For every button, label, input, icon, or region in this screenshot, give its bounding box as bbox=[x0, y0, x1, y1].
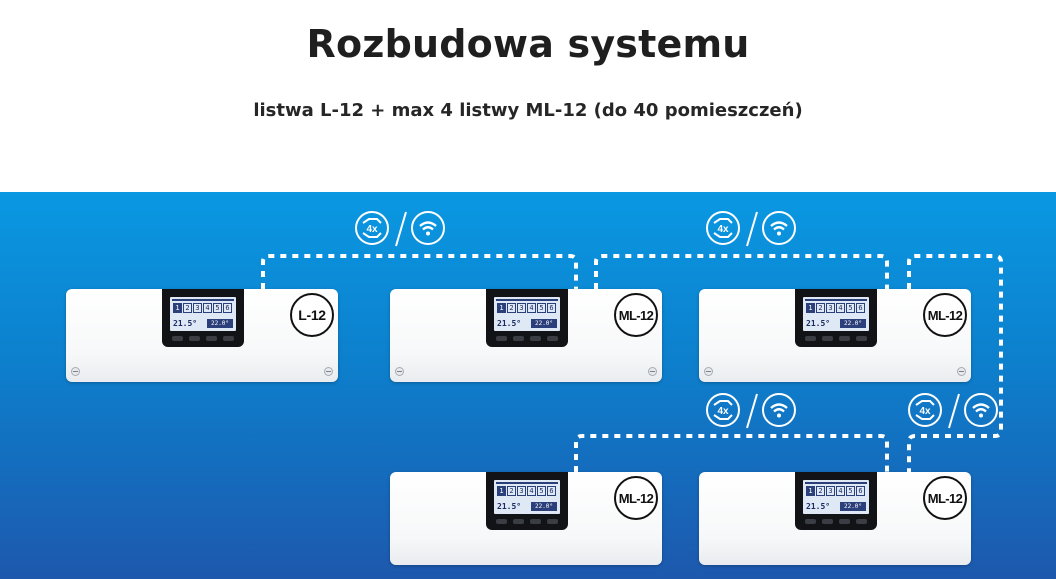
svg-text:4x: 4x bbox=[717, 406, 729, 417]
zone-cell: 2 bbox=[183, 303, 192, 313]
page-subtitle: listwa L-12 + max 4 listwy ML-12 (do 40 … bbox=[253, 100, 803, 121]
controller-buttons bbox=[496, 519, 558, 524]
controller-display: 1 2 3 4 5 6 21.5° 22.0° bbox=[795, 289, 877, 347]
wifi-icon bbox=[964, 393, 998, 427]
controller-buttons bbox=[805, 519, 867, 524]
screw-icon bbox=[704, 367, 713, 376]
lcd-temperature: 21.5° bbox=[497, 502, 522, 511]
system-diagram-panel: 4x 4x bbox=[0, 192, 1056, 579]
zone-cell: 3 bbox=[826, 303, 835, 313]
link-ml12b-right bbox=[907, 254, 1003, 472]
zone-cell: 5 bbox=[213, 303, 222, 313]
svg-text:4x: 4x bbox=[366, 224, 378, 235]
wifi-icon bbox=[411, 211, 445, 245]
controller-display: 1 2 3 4 5 6 21.5° 22.0° bbox=[486, 472, 568, 530]
controller-buttons bbox=[496, 336, 558, 341]
lcd-temperature-small: 22.0° bbox=[840, 502, 866, 511]
module-label-badge: ML-12 bbox=[614, 293, 658, 337]
zone-cell: 1 bbox=[497, 303, 506, 313]
slash-separator bbox=[948, 393, 960, 429]
lcd-screen: 1 2 3 4 5 6 21.5° 22.0° bbox=[494, 480, 560, 514]
controller-ml12-2: 1 2 3 4 5 6 21.5° 22.0° ML-12 bbox=[699, 289, 971, 382]
controller-buttons bbox=[805, 336, 867, 341]
wifi-icon bbox=[762, 211, 796, 245]
zone-cell: 5 bbox=[846, 303, 855, 313]
zone-cell: 5 bbox=[537, 486, 546, 496]
zone-cell: 2 bbox=[507, 486, 516, 496]
zone-cell: 5 bbox=[537, 303, 546, 313]
cable-4x-icon: 4x bbox=[355, 211, 389, 245]
lcd-screen: 1 2 3 4 5 6 21.5° 22.0° bbox=[803, 480, 869, 514]
lcd-screen: 1 2 3 4 5 6 21.5° 22.0° bbox=[803, 297, 869, 331]
controller-display: 1 2 3 4 5 6 21.5° 22.0° bbox=[486, 289, 568, 347]
lcd-temperature: 21.5° bbox=[806, 319, 831, 328]
svg-text:4x: 4x bbox=[717, 224, 729, 235]
controller-buttons bbox=[172, 336, 234, 341]
zone-cell: 6 bbox=[547, 486, 556, 496]
zone-cell: 4 bbox=[527, 486, 536, 496]
zone-cell: 3 bbox=[193, 303, 202, 313]
screw-icon bbox=[395, 367, 404, 376]
zone-cell: 3 bbox=[517, 303, 526, 313]
lcd-temperature-small: 22.0° bbox=[531, 502, 557, 511]
svg-text:4x: 4x bbox=[919, 406, 931, 417]
lcd-temperature: 21.5° bbox=[173, 319, 198, 328]
lcd-temperature: 21.5° bbox=[497, 319, 522, 328]
lcd-temperature: 21.5° bbox=[806, 502, 831, 511]
zone-cell: 6 bbox=[856, 486, 865, 496]
slash-separator bbox=[395, 211, 407, 247]
zone-cell: 2 bbox=[816, 486, 825, 496]
zone-cell: 4 bbox=[836, 303, 845, 313]
zone-cell: 4 bbox=[836, 486, 845, 496]
zone-cell: 5 bbox=[846, 486, 855, 496]
cable-4x-icon: 4x bbox=[706, 211, 740, 245]
slash-separator bbox=[746, 393, 758, 429]
zone-cell: 3 bbox=[517, 486, 526, 496]
lcd-temperature-small: 22.0° bbox=[840, 319, 866, 328]
zone-cell: 3 bbox=[826, 486, 835, 496]
module-label-badge: L-12 bbox=[290, 293, 334, 337]
zone-cell: 6 bbox=[223, 303, 232, 313]
zone-cell: 4 bbox=[527, 303, 536, 313]
screw-icon bbox=[957, 367, 966, 376]
screw-icon bbox=[324, 367, 333, 376]
zone-cell: 2 bbox=[816, 303, 825, 313]
controller-ml12-3: 1 2 3 4 5 6 21.5° 22.0° ML-12 bbox=[390, 472, 662, 565]
module-label-badge: ML-12 bbox=[923, 293, 967, 337]
connection-icons-3: 4x bbox=[706, 392, 798, 430]
controller-l12: 1 2 3 4 5 6 21.5° 22.0° L-12 bbox=[66, 289, 338, 382]
zone-cell: 6 bbox=[547, 303, 556, 313]
wifi-icon bbox=[762, 393, 796, 427]
connection-icons-2: 4x bbox=[706, 210, 798, 248]
lcd-screen: 1 2 3 4 5 6 21.5° 22.0° bbox=[494, 297, 560, 331]
module-label-badge: ML-12 bbox=[614, 476, 658, 520]
controller-display: 1 2 3 4 5 6 21.5° 22.0° bbox=[162, 289, 244, 347]
cable-4x-icon: 4x bbox=[908, 393, 942, 427]
zone-cell: 1 bbox=[497, 486, 506, 496]
module-label-badge: ML-12 bbox=[923, 476, 967, 520]
controller-display: 1 2 3 4 5 6 21.5° 22.0° bbox=[795, 472, 877, 530]
lcd-screen: 1 2 3 4 5 6 21.5° 22.0° bbox=[170, 297, 236, 331]
lcd-temperature-small: 22.0° bbox=[207, 319, 233, 328]
connection-icons-1: 4x bbox=[355, 210, 447, 248]
screw-icon bbox=[71, 367, 80, 376]
connection-icons-4: 4x bbox=[908, 392, 1000, 430]
lcd-temperature-small: 22.0° bbox=[531, 319, 557, 328]
controller-ml12-4: 1 2 3 4 5 6 21.5° 22.0° ML-12 bbox=[699, 472, 971, 565]
slash-separator bbox=[746, 211, 758, 247]
page-title: Rozbudowa systemu bbox=[306, 22, 750, 66]
link-l12-ml12-a bbox=[261, 254, 578, 289]
connection-lines bbox=[261, 254, 1003, 472]
zone-cell: 1 bbox=[173, 303, 182, 313]
link-bottom bbox=[574, 434, 889, 472]
cable-4x-icon: 4x bbox=[706, 393, 740, 427]
zone-cell: 1 bbox=[806, 303, 815, 313]
controller-ml12-1: 1 2 3 4 5 6 21.5° 22.0° ML-12 bbox=[390, 289, 662, 382]
zone-cell: 4 bbox=[203, 303, 212, 313]
screw-icon bbox=[648, 367, 657, 376]
zone-cell: 1 bbox=[806, 486, 815, 496]
link-ml12a-ml12b bbox=[594, 254, 889, 289]
zone-cell: 2 bbox=[507, 303, 516, 313]
zone-cell: 6 bbox=[856, 303, 865, 313]
